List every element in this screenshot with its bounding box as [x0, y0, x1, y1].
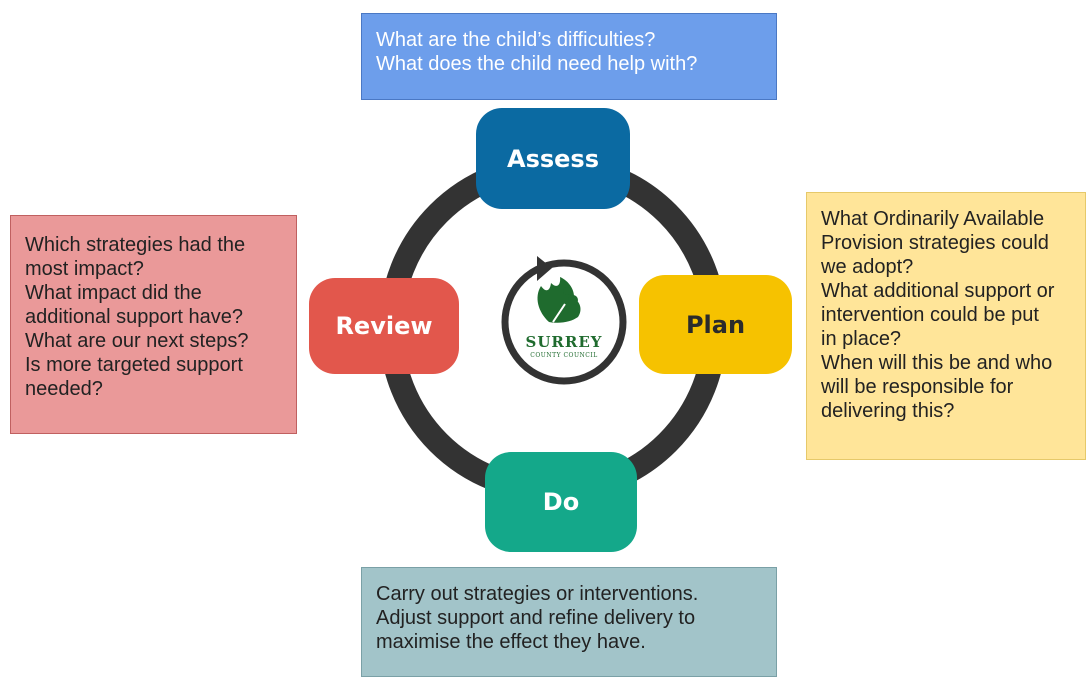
assess-questions-box: What are the child’s difficulties? What …	[361, 13, 777, 100]
review-questions-text: Which strategies had the most impact? Wh…	[25, 234, 249, 400]
center-ring	[501, 259, 627, 385]
do-actions-box: Carry out strategies or interventions. A…	[361, 567, 777, 677]
stage-plan: Plan	[639, 275, 792, 374]
logo-name: SURREY	[525, 333, 603, 351]
logo-subtitle: COUNTY COUNCIL	[530, 352, 598, 359]
assess-questions-text: What are the child’s difficulties? What …	[376, 29, 698, 75]
review-questions-box: Which strategies had the most impact? Wh…	[10, 215, 297, 434]
stage-review: Review	[309, 278, 459, 374]
do-actions-text: Carry out strategies or interventions. A…	[376, 583, 699, 653]
stage-assess: Assess	[476, 108, 630, 209]
center-logo	[501, 256, 627, 385]
stage-do: Do	[485, 452, 637, 552]
center-arrow	[537, 256, 552, 281]
oak-leaf-icon	[537, 277, 581, 323]
plan-questions-box: What Ordinarily Available Provision stra…	[806, 192, 1086, 460]
plan-questions-text: What Ordinarily Available Provision stra…	[821, 208, 1055, 422]
